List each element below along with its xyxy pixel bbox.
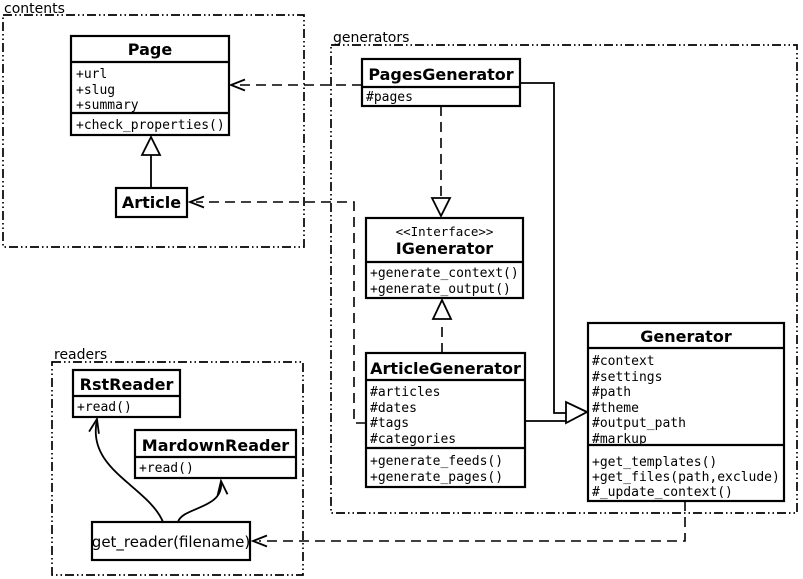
class-method: +generate_context() [370, 266, 519, 281]
class-method: +generate_output() [370, 282, 511, 297]
package-readers-border [51, 361, 304, 576]
class-page: Page +url +slug +summary +check_properti… [69, 34, 231, 137]
open-arrowhead-icon [250, 534, 268, 548]
edge-generators-to-generator-generalization [520, 82, 590, 425]
class-attribute: +slug [76, 83, 115, 98]
open-arrowhead-icon [216, 478, 229, 496]
class-attribute: #tags [370, 416, 409, 431]
open-arrowhead-icon [228, 78, 246, 92]
class-method: +get_files(path,exclude) [592, 470, 780, 485]
class-generator: Generator #context #settings #path #them… [586, 321, 786, 503]
class-attribute: #settings [592, 370, 662, 385]
class-attribute: #categories [370, 432, 456, 447]
class-title: PagesGenerator [368, 65, 513, 84]
class-title: Generator [640, 327, 732, 346]
edge-article-to-page-generalization [140, 134, 162, 188]
class-attribute: #dates [370, 401, 417, 416]
class-igenerator: <<Interface>> IGenerator +generate_conte… [364, 216, 525, 300]
edge-getreader-to-mardownreader [177, 478, 229, 523]
class-method: +get_templates() [592, 455, 717, 470]
package-contents: contents [2, 1, 305, 248]
class-attribute: +summary [76, 98, 139, 113]
class-method: +read() [77, 400, 132, 415]
package-readers: readers [51, 347, 304, 576]
edge-getreader-to-rstreader [88, 416, 164, 523]
class-attribute: #path [592, 385, 631, 400]
realization-triangle-icon [431, 297, 453, 320]
class-method: +check_properties() [76, 118, 225, 133]
class-attribute: #pages [366, 90, 413, 105]
class-title: Page [128, 40, 173, 59]
edge-articlegenerator-to-article-dependency [187, 195, 366, 424]
generalization-triangle-icon [140, 134, 162, 156]
class-stereotype: <<Interface>> [396, 224, 494, 239]
class-method: +generate_feeds() [370, 454, 503, 469]
package-contents-label: contents [4, 1, 65, 17]
class-title: IGenerator [396, 239, 494, 258]
class-pagesgenerator: PagesGenerator #pages [360, 57, 522, 108]
class-method: #_update_context() [592, 485, 733, 500]
package-contents-border [2, 14, 305, 248]
open-arrowhead-icon [187, 195, 205, 209]
class-title: RstReader [80, 375, 174, 394]
package-generators-label: generators [333, 30, 409, 46]
class-articlegenerator: ArticleGenerator #articles #dates #tags … [364, 351, 527, 489]
edge-articlegenerator-to-igenerator-realization [431, 297, 453, 353]
class-attribute: +url [76, 67, 107, 82]
class-attribute: #output_path [592, 416, 686, 431]
class-mardownreader: MardownReader +read() [133, 428, 298, 480]
generalization-triangle-icon [565, 400, 590, 425]
class-rstreader: RstReader +read() [71, 368, 182, 419]
class-title: MardownReader [142, 436, 290, 455]
package-readers-label: readers [54, 347, 107, 363]
function-get-reader: get_reader(filename) [90, 520, 252, 562]
realization-triangle-icon [430, 197, 452, 219]
class-attribute: #articles [370, 385, 440, 400]
class-method: +read() [139, 461, 194, 476]
edge-generator-to-getreader-dependency [250, 501, 686, 548]
class-attribute: #theme [592, 401, 639, 416]
function-label: get_reader(filename) [92, 533, 250, 552]
class-attribute: #markup [592, 432, 647, 447]
class-title: ArticleGenerator [370, 359, 521, 378]
open-arrowhead-icon [88, 416, 100, 434]
package-generators: generators [330, 30, 798, 514]
package-generators-border [330, 44, 798, 514]
edge-pagesgenerator-to-page-dependency [228, 78, 362, 92]
class-title: Article [122, 193, 181, 212]
class-method: +generate_pages() [370, 470, 503, 485]
edge-pagesgenerator-to-igenerator-realization [430, 106, 452, 219]
class-attribute: #context [592, 354, 655, 369]
class-article: Article [114, 186, 189, 219]
